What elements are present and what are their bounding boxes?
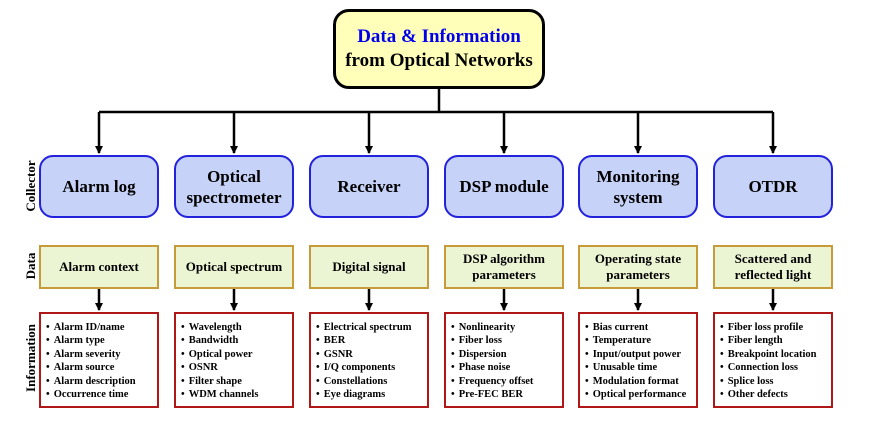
- information-item: Pre-FEC BER: [451, 388, 562, 401]
- information-item: Other defects: [720, 388, 831, 401]
- information-item: Frequency offset: [451, 375, 562, 388]
- collector-node: Monitoring system: [578, 155, 698, 218]
- information-item: Nonlinearity: [451, 321, 562, 334]
- information-item: Splice loss: [720, 375, 831, 388]
- information-item: Occurrence time: [46, 388, 157, 401]
- data-node: Digital signal: [309, 245, 429, 289]
- information-node: Fiber loss profileFiber lengthBreakpoint…: [713, 312, 833, 408]
- information-item: Fiber length: [720, 334, 831, 347]
- information-node: WavelengthBandwidthOptical powerOSNRFilt…: [174, 312, 294, 408]
- information-item: Temperature: [585, 334, 696, 347]
- information-item: Dispersion: [451, 348, 562, 361]
- information-item: Connection loss: [720, 361, 831, 374]
- information-item: Optical power: [181, 348, 292, 361]
- collector-node: Alarm log: [39, 155, 159, 218]
- information-item: Constellations: [316, 375, 427, 388]
- root-node: Data & Information from Optical Networks: [333, 9, 545, 89]
- information-item: I/Q components: [316, 361, 427, 374]
- information-item: Unusable time: [585, 361, 696, 374]
- information-item: Input/output power: [585, 348, 696, 361]
- information-item: Alarm severity: [46, 348, 157, 361]
- data-node: Alarm context: [39, 245, 159, 289]
- information-node: Bias currentTemperatureInput/output powe…: [578, 312, 698, 408]
- information-item: Fiber loss profile: [720, 321, 831, 334]
- data-node: Scattered and reflected light: [713, 245, 833, 289]
- collector-node: Receiver: [309, 155, 429, 218]
- information-item: WDM channels: [181, 388, 292, 401]
- information-item: GSNR: [316, 348, 427, 361]
- root-title-line2: from Optical Networks: [345, 50, 533, 71]
- information-node: Alarm ID/nameAlarm typeAlarm severityAla…: [39, 312, 159, 408]
- collector-node: DSP module: [444, 155, 564, 218]
- row-label-information: Information: [23, 324, 38, 392]
- information-item: Breakpoint location: [720, 348, 831, 361]
- data-node: Operating state parameters: [578, 245, 698, 289]
- information-item: Bandwidth: [181, 334, 292, 347]
- information-item: Wavelength: [181, 321, 292, 334]
- data-node: DSP algorithm parameters: [444, 245, 564, 289]
- row-label-collector: Collector: [23, 160, 38, 212]
- information-item: BER: [316, 334, 427, 347]
- collector-node: OTDR: [713, 155, 833, 218]
- information-item: Modulation format: [585, 375, 696, 388]
- information-node: NonlinearityFiber lossDispersionPhase no…: [444, 312, 564, 408]
- information-item: Phase noise: [451, 361, 562, 374]
- row-label-data: Data: [23, 252, 38, 280]
- information-item: Eye diagrams: [316, 388, 427, 401]
- information-item: Bias current: [585, 321, 696, 334]
- information-item: Alarm description: [46, 375, 157, 388]
- root-title-line1: Data & Information: [357, 26, 521, 47]
- information-item: Alarm type: [46, 334, 157, 347]
- information-item: OSNR: [181, 361, 292, 374]
- information-item: Optical performance: [585, 388, 696, 401]
- collector-node: Optical spectrometer: [174, 155, 294, 218]
- information-item: Alarm source: [46, 361, 157, 374]
- information-node: Electrical spectrumBERGSNRI/Q components…: [309, 312, 429, 408]
- information-item: Alarm ID/name: [46, 321, 157, 334]
- column-6: OTDR Scattered and reflected lightFiber l…: [713, 0, 833, 428]
- information-item: Fiber loss: [451, 334, 562, 347]
- information-item: Filter shape: [181, 375, 292, 388]
- data-node: Optical spectrum: [174, 245, 294, 289]
- information-item: Electrical spectrum: [316, 321, 427, 334]
